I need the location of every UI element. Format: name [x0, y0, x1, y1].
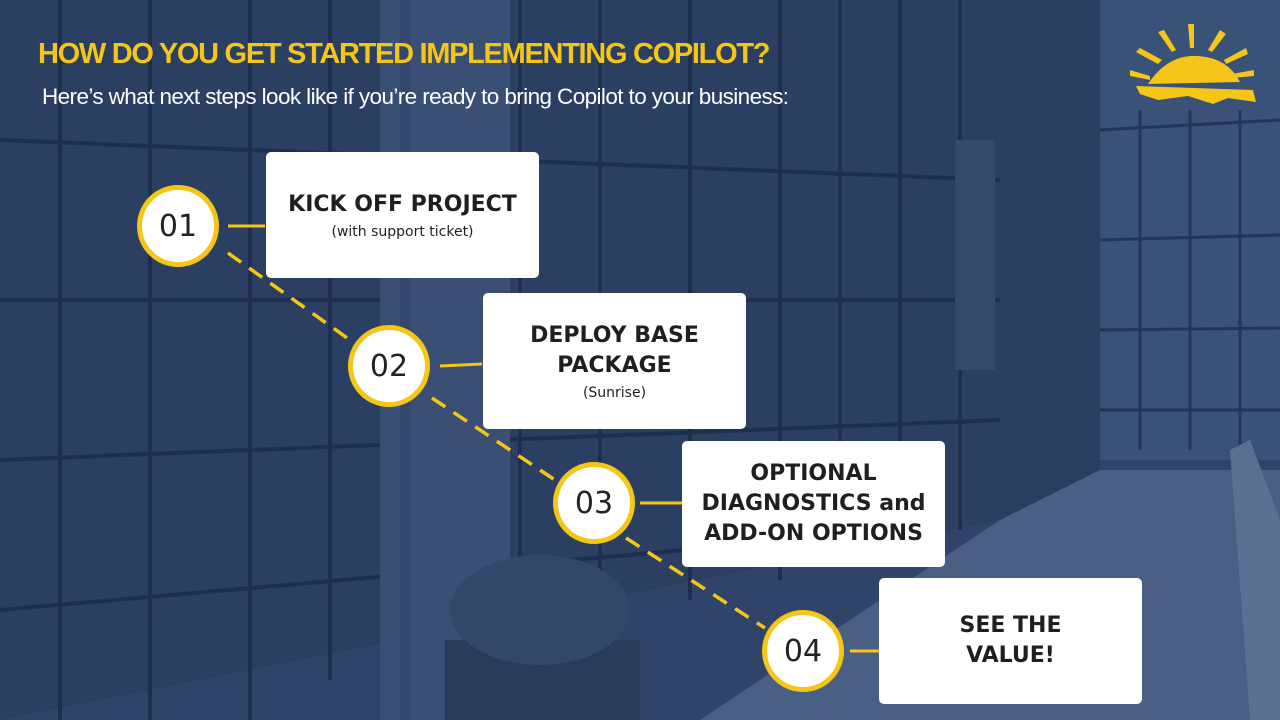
step-1-number: 01 — [158, 208, 198, 244]
step-3-title: OPTIONAL DIAGNOSTICS and ADD-ON OPTIONS — [701, 461, 926, 546]
step-2-note: (Sunrise) — [582, 385, 647, 401]
sunrise-sun-logo-icon — [1130, 24, 1256, 104]
step-2-title: DEPLOY BASE PACKAGE — [530, 323, 699, 378]
slide-subtitle: Here’s what next steps look like if you’… — [42, 84, 789, 109]
step-2-circle: 02 — [348, 325, 430, 407]
step-3-number: 03 — [574, 485, 614, 521]
step-4-circle: 04 — [762, 610, 844, 692]
step-3-card: OPTIONAL DIAGNOSTICS and ADD-ON OPTIONS — [682, 441, 945, 567]
step-2-number: 02 — [369, 348, 409, 384]
step-4-number: 04 — [783, 633, 823, 669]
step-1-note: (with support ticket) — [331, 224, 474, 240]
step-3-circle: 03 — [553, 462, 635, 544]
step-4-card: SEE THE VALUE! — [879, 578, 1142, 704]
step-1-circle: 01 — [137, 185, 219, 267]
step-4-title: SEE THE VALUE! — [959, 613, 1062, 668]
step-2-card: DEPLOY BASE PACKAGE (Sunrise) — [483, 293, 746, 429]
slide-title: HOW DO YOU GET STARTED IMPLEMENTING COPI… — [38, 38, 770, 70]
step-1-title: KICK OFF PROJECT — [288, 192, 517, 217]
step-1-card: KICK OFF PROJECT (with support ticket) — [266, 152, 539, 278]
